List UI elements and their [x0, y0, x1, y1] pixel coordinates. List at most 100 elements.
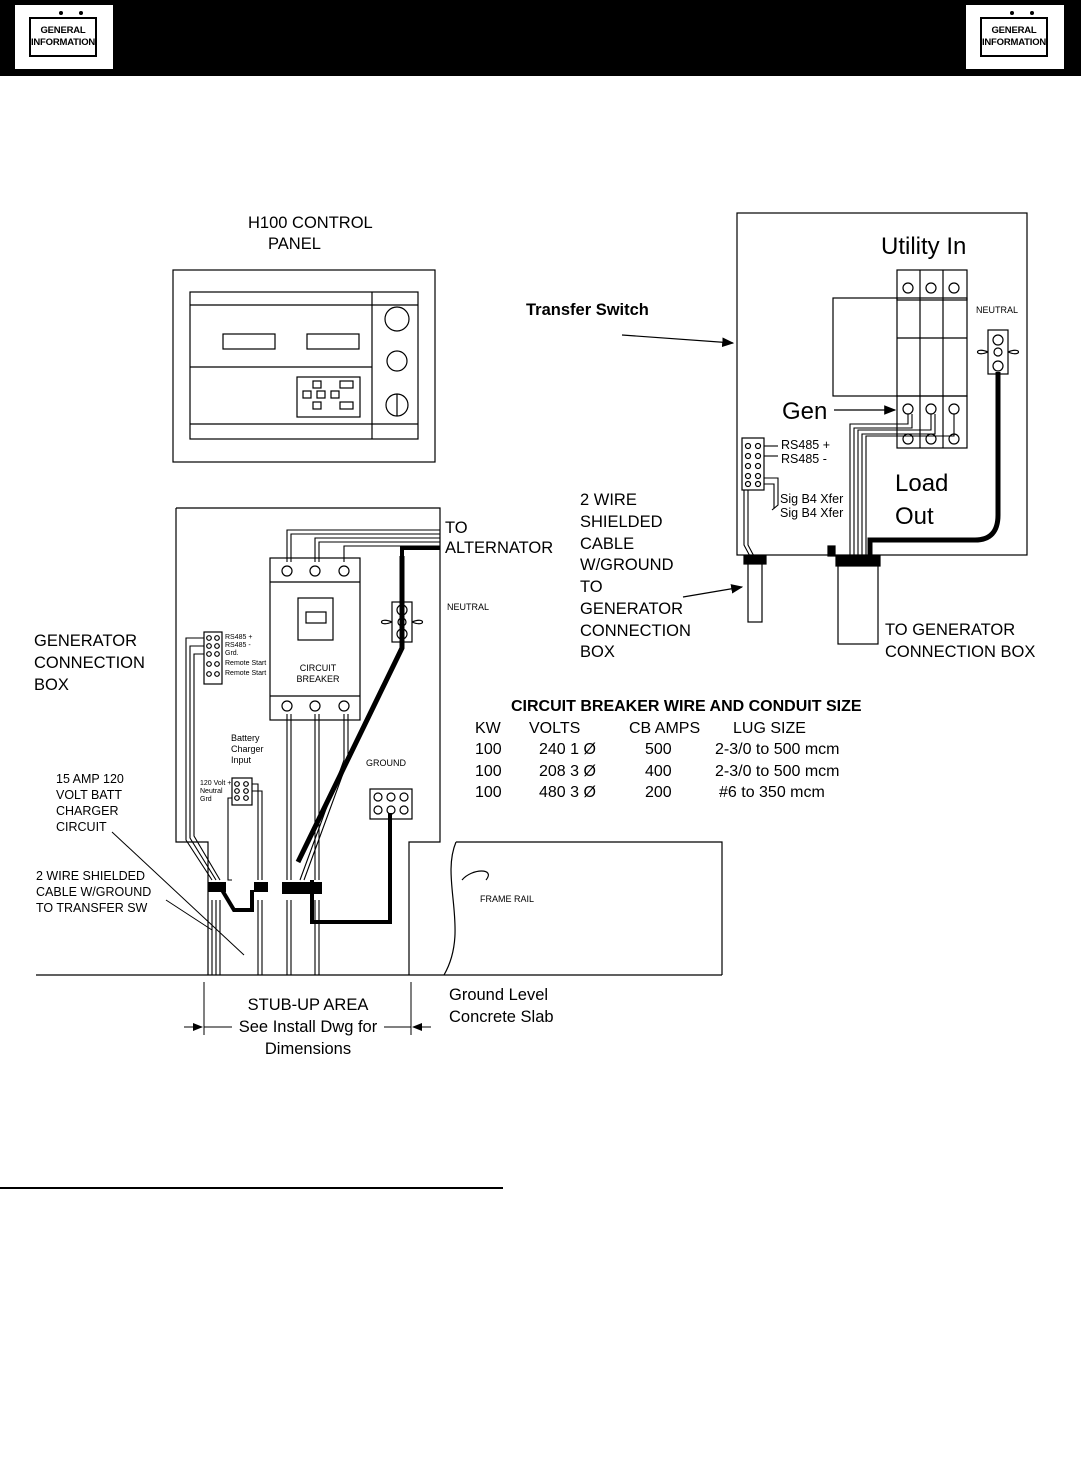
circuit-breaker-table: CIRCUIT BREAKER WIRE AND CONDUIT SIZE KW…: [475, 696, 915, 804]
cell-kw: 100: [475, 784, 502, 801]
terminal-label: RS485 +: [225, 634, 253, 641]
shielded-cable-label: 2 WIRE: [580, 491, 637, 509]
shielded-cable-label: CABLE: [580, 535, 635, 553]
batt-charger-circuit-label: CHARGER: [56, 804, 119, 818]
control-panel-title-2: PANEL: [268, 235, 321, 253]
circuit-breaker-label-2: BREAKER: [296, 674, 340, 684]
shielded-cable-arrow: [682, 584, 744, 598]
ground-label: GROUND: [366, 758, 406, 768]
load-out-label-2: Out: [895, 503, 934, 530]
to-alternator-label-2: ALTERNATOR: [445, 539, 554, 557]
transfer-switch-conduits: [743, 545, 881, 645]
conduit-couplings: [208, 882, 322, 894]
shielded-cable-gen-label: 2 WIRE SHIELDED: [36, 869, 146, 883]
cell-volts: 208 3 Ø: [539, 762, 596, 780]
frame-rail-label: FRAME RAIL: [480, 894, 535, 904]
general-information-badge-left: GENERAL INFORMATION: [15, 5, 113, 69]
shielded-cable-label: GENERATOR: [580, 600, 683, 618]
cell-volts: 240 1 Ø: [539, 741, 596, 758]
transfer-switch-enclosure: [736, 212, 1028, 556]
stub-up-area-label: STUB-UP AREA: [247, 996, 369, 1014]
ground-level-label: Concrete Slab: [449, 1008, 554, 1026]
neutral-label-gen: NEUTRAL: [447, 602, 490, 612]
badge-line-2: INFORMATION: [981, 37, 1047, 48]
utility-in-label: Utility In: [881, 233, 967, 260]
load-out-cable: [867, 372, 1001, 560]
shielded-cable-gen-label: CABLE W/GROUND: [36, 885, 152, 899]
generator-box-wiring: [185, 529, 440, 975]
charger-terminal-label: Neutral: [200, 788, 223, 795]
battery-charger-label: Input: [231, 755, 252, 765]
badge-line-1: GENERAL: [40, 25, 86, 36]
column-header: LUG SIZE: [733, 719, 806, 737]
to-generator-connection-box-label-2: CONNECTION BOX: [885, 643, 1036, 661]
terminal-label: Remote Start: [225, 670, 267, 677]
cell-cb-amps: 400: [645, 762, 672, 780]
shielded-cable-label: W/GROUND: [580, 556, 674, 574]
cell-kw: 100: [475, 762, 502, 780]
table-row: 100 240 1 Ø 500 2-3/0 to 500 mcm: [475, 739, 915, 761]
shielded-cable-label: BOX: [580, 643, 615, 661]
circuit-breaker-label: CIRCUIT: [299, 663, 337, 673]
charger-terminal-label: Grd: [200, 796, 212, 803]
general-information-badge-right: GENERAL INFORMATION: [966, 5, 1064, 69]
to-generator-connection-box-label: TO GENERATOR: [885, 621, 1016, 639]
cell-lug-size: #6 to 350 mcm: [719, 784, 825, 801]
shielded-cable-leader: [165, 899, 213, 931]
table-row: 100 480 3 Ø 200 #6 to 350 mcm: [475, 782, 915, 804]
terminal-label: Remote Start: [225, 660, 267, 667]
batt-charger-circuit-label: 15 AMP 120: [56, 772, 124, 786]
rs485-plus-label: RS485 +: [781, 438, 830, 452]
transfer-switch-arrow: [621, 334, 735, 348]
rs485-minus-label: RS485 -: [781, 452, 827, 466]
gen-label: Gen: [782, 398, 828, 425]
table-title-text: CIRCUIT BREAKER WIRE AND CONDUIT SIZE: [511, 698, 862, 715]
charger-circuit-leader: [111, 831, 245, 956]
generator-connection-box-label: GENERATOR: [34, 632, 137, 650]
header-bar: GENERAL INFORMATION GENERAL INFORMATION: [0, 0, 1081, 76]
batt-charger-circuit-label: CIRCUIT: [56, 820, 107, 834]
shielded-cable-label: TO: [580, 578, 603, 596]
batt-charger-circuit-label: VOLT BATT: [56, 788, 122, 802]
shielded-cable-label: CONNECTION: [580, 622, 691, 640]
stub-up-area-label: See Install Dwg for: [238, 1018, 378, 1036]
column-header: KW: [475, 719, 501, 737]
stub-up-area-label: Dimensions: [264, 1040, 352, 1058]
sig-b4-xfer-label: Sig B4 Xfer: [780, 492, 844, 506]
frame-rail: [443, 841, 723, 976]
cell-kw: 100: [475, 741, 502, 758]
horizontal-rule: [0, 1187, 503, 1189]
terminal-label: Grd.: [225, 650, 239, 657]
load-out-label: Load: [895, 470, 949, 497]
ground-cable: [310, 813, 392, 924]
table-header-row: KW VOLTS CB AMPS LUG SIZE: [475, 718, 915, 740]
shielded-cable-gen-label: TO TRANSFER SW: [36, 901, 148, 915]
generator-connection-box-label: BOX: [34, 676, 69, 694]
cell-cb-amps: 500: [645, 741, 672, 758]
cell-lug-size: 2-3/0 to 500 mcm: [715, 762, 840, 780]
battery-charger-label: Battery: [231, 733, 260, 743]
badge-line-2: INFORMATION: [30, 37, 96, 48]
generator-connection-box-label: CONNECTION: [34, 654, 145, 672]
table-row: 100 208 3 Ø 400 2-3/0 to 500 mcm: [475, 761, 915, 783]
transfer-switch-wiring: [743, 414, 955, 561]
charger-terminal-label: 120 Volt +: [200, 780, 232, 787]
shielded-cable-label: SHIELDED: [580, 513, 663, 531]
control-panel-title: H100 CONTROL: [248, 214, 373, 232]
column-header: VOLTS: [529, 719, 581, 737]
sig-b4-xfer-label-2: Sig B4 Xfer: [780, 506, 844, 520]
h100-control-panel: [172, 269, 436, 463]
ground-level-label: Ground Level: [449, 986, 549, 1004]
table-title: CIRCUIT BREAKER WIRE AND CONDUIT SIZE: [475, 696, 915, 718]
terminal-label: RS485 -: [225, 642, 251, 649]
to-alternator-label: TO: [445, 519, 468, 537]
battery-charger-label: Charger: [231, 744, 264, 754]
neutral-cable: [295, 556, 405, 864]
cell-volts: 480 3 Ø: [539, 784, 596, 801]
neutral-label-ts: NEUTRAL: [976, 305, 1019, 315]
cell-lug-size: 2-3/0 to 500 mcm: [715, 741, 840, 758]
column-header: CB AMPS: [629, 719, 701, 737]
cell-cb-amps: 200: [645, 784, 672, 801]
badge-line-1: GENERAL: [991, 25, 1037, 36]
